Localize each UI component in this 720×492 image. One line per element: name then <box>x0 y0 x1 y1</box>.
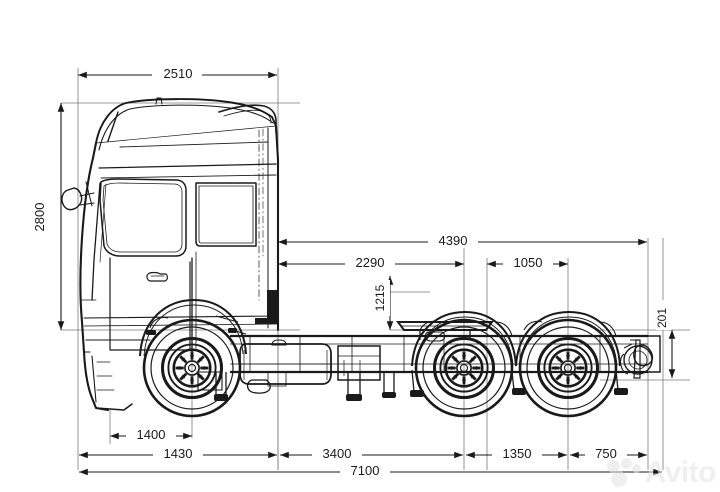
dim-1050: 1050 <box>487 254 568 270</box>
dim-3400: 3400 <box>280 445 463 461</box>
dim-1350: 1350 <box>466 445 567 461</box>
dim-label-1430: 1430 <box>164 446 193 461</box>
dim-label-7100: 7100 <box>351 463 380 478</box>
dim-4390: 4390 <box>278 232 647 248</box>
rear-wheel-front-axle <box>410 310 526 418</box>
dim-label-750: 750 <box>595 446 617 461</box>
dim-1400: 1400 <box>109 410 192 444</box>
dim-2800: 2800 <box>31 103 65 330</box>
dim-label-2800: 2800 <box>32 203 47 232</box>
dim-201: 201 <box>655 300 676 378</box>
dim-label-2290: 2290 <box>356 255 385 270</box>
dim-label-4390: 4390 <box>439 233 468 248</box>
rear-wheel-rear-axle <box>515 310 641 418</box>
truck-outline <box>61 97 280 412</box>
dim-label-1400: 1400 <box>137 427 166 442</box>
dim-2510: 2510 <box>78 65 277 81</box>
dim-label-1215: 1215 <box>373 284 387 311</box>
dim-label-201: 201 <box>655 308 669 328</box>
dim-label-3400: 3400 <box>323 446 352 461</box>
front-wheel <box>139 298 247 418</box>
dim-1430: 1430 <box>79 445 277 461</box>
dim-7100: 7100 <box>79 462 662 478</box>
dim-label-1350: 1350 <box>503 446 532 461</box>
dim-label-1050: 1050 <box>514 255 543 270</box>
dim-1215: 1215 <box>373 276 394 330</box>
dim-750: 750 <box>570 445 647 461</box>
dim-2290: 2290 <box>278 254 464 270</box>
rear-accessory <box>623 343 653 375</box>
dim-label-2510: 2510 <box>164 66 193 81</box>
